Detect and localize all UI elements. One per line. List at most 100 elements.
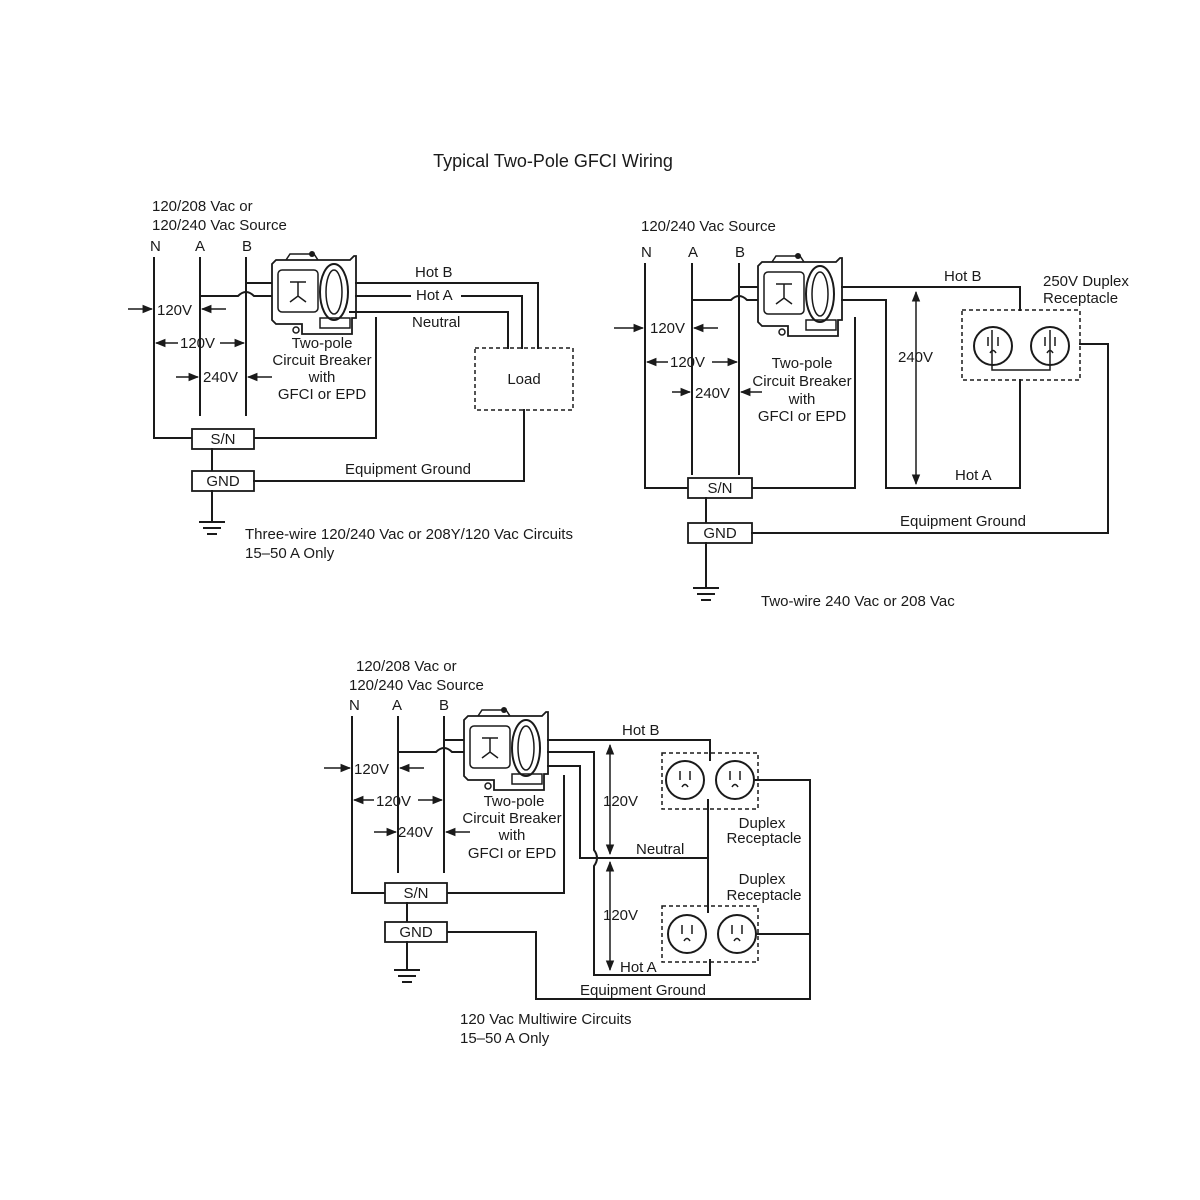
source-label-line2: 120/240 Vac Source bbox=[349, 677, 484, 694]
receptacle-2-label-2: Receptacle bbox=[726, 887, 801, 904]
source-label: 120/240 Vac Source bbox=[641, 218, 776, 235]
neutral-to-sn bbox=[751, 317, 856, 489]
phase-a-feed bbox=[691, 295, 761, 301]
hot-a-label: Hot A bbox=[416, 287, 453, 304]
terminal-a: A bbox=[195, 238, 205, 255]
hot-b-label: Hot B bbox=[415, 264, 453, 281]
breaker-label-3: with bbox=[308, 369, 336, 386]
neutral-bus-line bbox=[644, 263, 689, 489]
equipment-ground-label: Equipment Ground bbox=[345, 461, 471, 478]
hot-b-label: Hot B bbox=[944, 268, 982, 285]
equipment-ground-wire bbox=[446, 779, 811, 1000]
breaker-label-1: Two-pole bbox=[292, 335, 353, 352]
caption-line2: 15–50 A Only bbox=[460, 1030, 550, 1047]
receptacle-1-label-2: Receptacle bbox=[726, 830, 801, 847]
sn-bar bbox=[191, 428, 255, 450]
breaker-body bbox=[271, 250, 357, 335]
receptacle-2-right-outlet-icon bbox=[717, 914, 757, 954]
hot-a-wire bbox=[841, 299, 1021, 489]
diagram-title: Typical Two-Pole GFCI Wiring bbox=[433, 151, 673, 171]
terminal-n: N bbox=[641, 244, 652, 261]
breaker-label-2: Circuit Breaker bbox=[752, 373, 851, 390]
load-box bbox=[474, 347, 574, 411]
voltage-240-side: 240V bbox=[898, 349, 933, 366]
voltage-n-b: 120V bbox=[376, 793, 411, 810]
neutral-bus-line bbox=[351, 716, 386, 894]
voltage-upper: 120V bbox=[603, 793, 638, 810]
equipment-ground-wire bbox=[253, 409, 525, 482]
sn-label: S/N bbox=[403, 885, 428, 902]
sn-bar bbox=[384, 882, 448, 904]
gnd-bar bbox=[384, 921, 448, 943]
receptacle-2-label-1: Duplex bbox=[739, 871, 786, 888]
hot-b-label: Hot B bbox=[622, 722, 660, 739]
voltage-a-b: 240V bbox=[695, 385, 730, 402]
neutral-out-wire bbox=[349, 311, 509, 349]
earth-ground-icon bbox=[693, 542, 719, 601]
voltage-n-b: 120V bbox=[180, 335, 215, 352]
hot-b-wire bbox=[841, 286, 1021, 311]
receptacle-1-box bbox=[661, 752, 759, 810]
diagram-multiwire: 120/208 Vac or 120/240 Vac Source N A B … bbox=[324, 658, 811, 1047]
voltage-n-a: 120V bbox=[157, 302, 192, 319]
breaker-label-1: Two-pole bbox=[772, 355, 833, 372]
receptacle-1-label-1: Duplex bbox=[739, 815, 786, 832]
breaker-label-1: Two-pole bbox=[484, 793, 545, 810]
receptacle-1-left-outlet-icon bbox=[665, 760, 705, 800]
caption: Two-wire 240 Vac or 208 Vac bbox=[761, 593, 955, 610]
sn-label: S/N bbox=[210, 431, 235, 448]
terminal-n: N bbox=[150, 238, 161, 255]
equipment-ground-label: Equipment Ground bbox=[580, 982, 706, 999]
terminal-b: B bbox=[439, 697, 449, 714]
breaker-label-3: with bbox=[498, 827, 526, 844]
neutral-bus-line bbox=[153, 257, 193, 439]
gnd-label: GND bbox=[703, 525, 737, 542]
voltage-n-b: 120V bbox=[670, 354, 705, 371]
source-label-line1: 120/208 Vac or bbox=[152, 198, 253, 215]
neutral-label: Neutral bbox=[636, 841, 684, 858]
neutral-label: Neutral bbox=[412, 314, 460, 331]
breaker-label-2: Circuit Breaker bbox=[462, 810, 561, 827]
phase-a-feed bbox=[397, 747, 467, 753]
voltage-a-b: 240V bbox=[203, 369, 238, 386]
voltage-n-a: 120V bbox=[650, 320, 685, 337]
hot-a-label: Hot A bbox=[620, 959, 657, 976]
gnd-label: GND bbox=[206, 473, 240, 490]
source-label-line2: 120/240 Vac Source bbox=[152, 217, 287, 234]
neutral-wire bbox=[547, 765, 709, 859]
sn-bar bbox=[687, 477, 753, 499]
receptacle-2-box bbox=[661, 905, 759, 963]
receptacle-label-2: Receptacle bbox=[1043, 290, 1118, 307]
receptacle-label-1: 250V Duplex bbox=[1043, 273, 1129, 290]
caption-line1: 120 Vac Multiwire Circuits bbox=[460, 1011, 631, 1028]
receptacle-2-left-outlet-icon bbox=[667, 914, 707, 954]
caption-line1: Three-wire 120/240 Vac or 208Y/120 Vac C… bbox=[245, 526, 573, 543]
voltage-n-a: 120V bbox=[354, 761, 389, 778]
terminal-b: B bbox=[242, 238, 252, 255]
diagram-three-wire: 120/208 Vac or 120/240 Vac Source N A B … bbox=[128, 198, 574, 562]
breaker-label-2: Circuit Breaker bbox=[272, 352, 371, 369]
voltage-a-b: 240V bbox=[398, 824, 433, 841]
diagram-two-wire: 120/240 Vac Source N A B Hot B Hot A 240… bbox=[614, 218, 1129, 610]
breaker-body bbox=[757, 252, 843, 337]
breaker-label-4: GFCI or EPD bbox=[468, 845, 557, 862]
outlet-left-icon bbox=[973, 326, 1013, 366]
hot-a-wire bbox=[355, 295, 523, 349]
equipment-ground-label: Equipment Ground bbox=[900, 513, 1026, 530]
hot-a-label: Hot A bbox=[955, 467, 992, 484]
terminal-a: A bbox=[688, 244, 698, 261]
sn-label: S/N bbox=[707, 480, 732, 497]
breaker-label-3: with bbox=[788, 391, 816, 408]
source-label-line1: 120/208 Vac or bbox=[356, 658, 457, 675]
earth-ground-icon bbox=[394, 941, 420, 983]
hot-b-wire bbox=[547, 739, 711, 761]
earth-ground-icon bbox=[199, 490, 225, 535]
terminal-b: B bbox=[735, 244, 745, 261]
phase-a-feed bbox=[199, 291, 276, 297]
caption-line2: 15–50 A Only bbox=[245, 545, 335, 562]
voltage-lower: 120V bbox=[603, 907, 638, 924]
hot-b-wire bbox=[355, 282, 539, 349]
neutral-to-sn bbox=[254, 317, 377, 439]
gnd-label: GND bbox=[399, 924, 433, 941]
